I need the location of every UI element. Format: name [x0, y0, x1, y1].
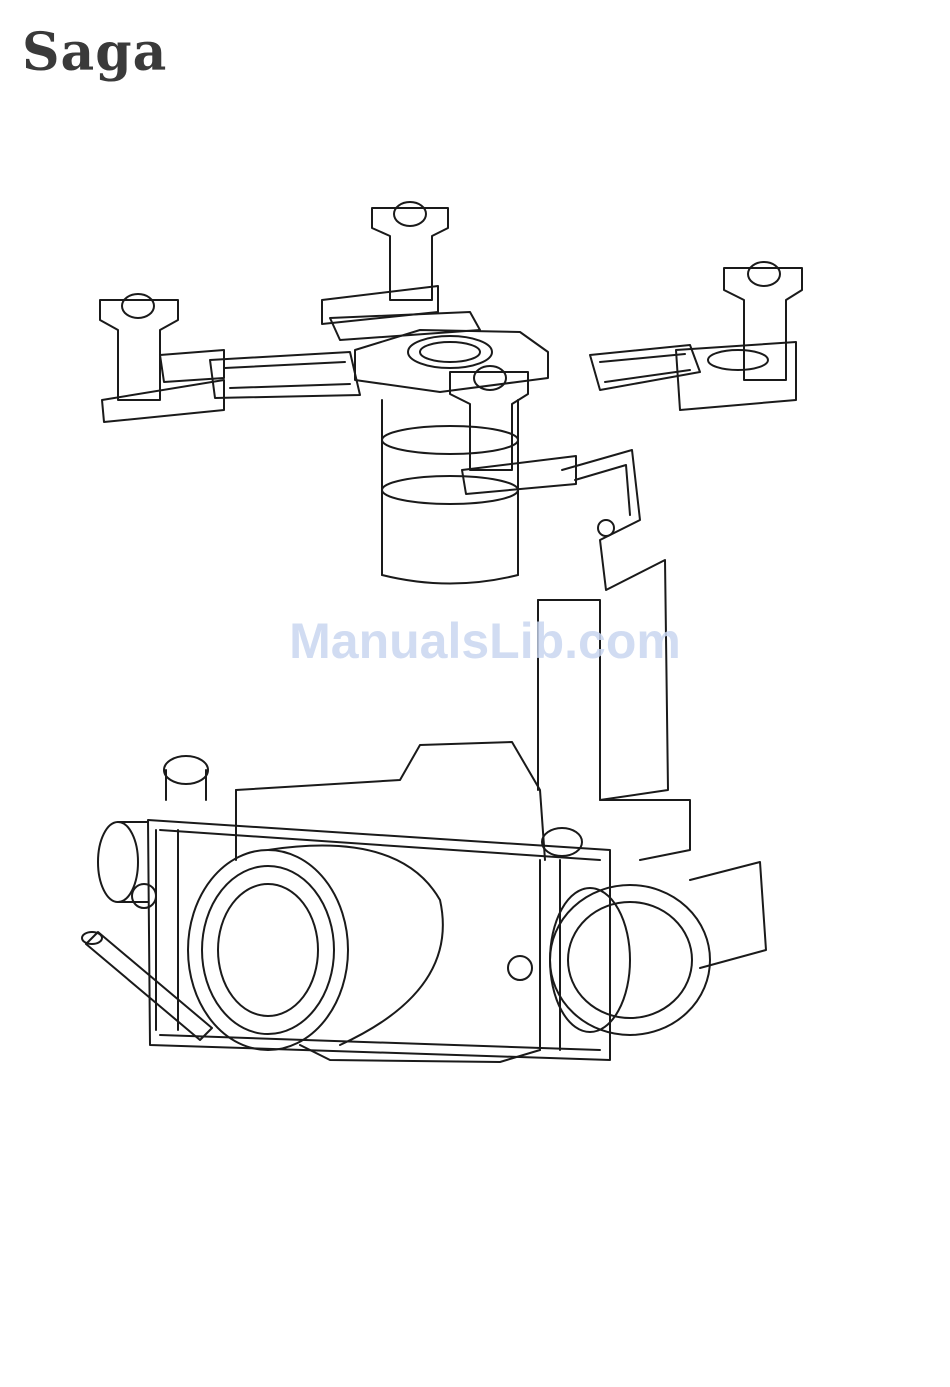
watermark: ManualsLib.com: [265, 612, 705, 670]
adjustment-knobs: [132, 756, 582, 980]
pitch-motor: [550, 862, 766, 1035]
left-cylinder: [98, 822, 148, 902]
top-mount-frame: [210, 312, 700, 398]
camera-lens: [188, 846, 443, 1050]
damper-clamps: [100, 202, 802, 494]
camera-cage: [148, 742, 610, 1062]
